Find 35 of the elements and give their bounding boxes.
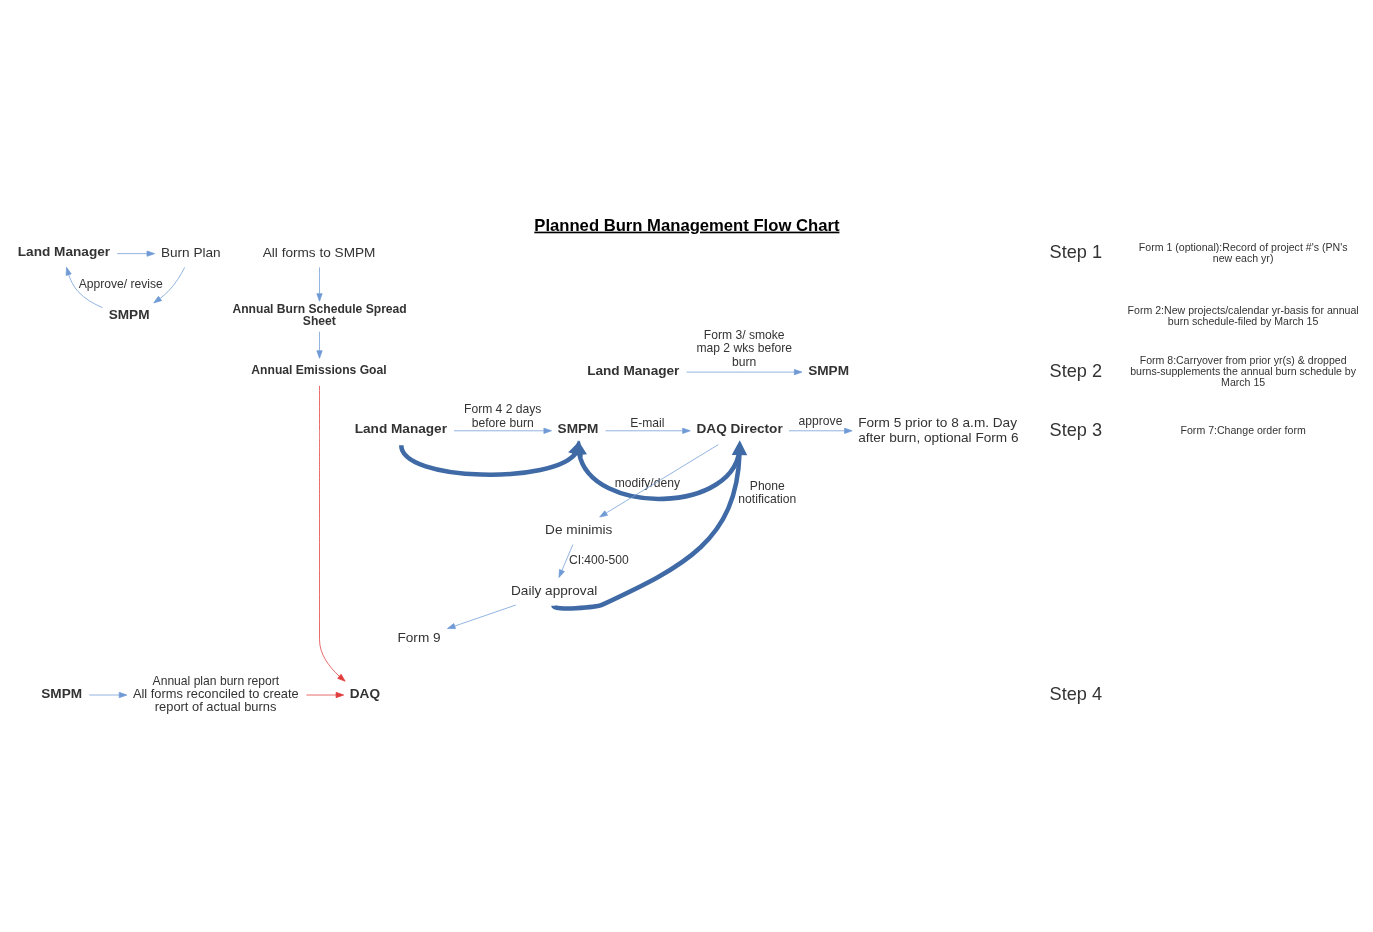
label: Form 7:Change order form xyxy=(1180,423,1306,436)
node-text: SMPM xyxy=(41,685,83,701)
node-text: De minimis xyxy=(545,522,613,538)
node-text: Land Manager xyxy=(354,421,447,437)
label: Form 1 (optional):Record of project #'s (PN's new each yr) xyxy=(1138,240,1348,265)
label: Step 2 xyxy=(1049,360,1103,381)
node-text: Land Manager xyxy=(17,244,111,260)
node-text: Land Manager xyxy=(587,362,680,378)
edge-label: Form 4 2 days before burn xyxy=(464,402,542,430)
node-text: DAQ Director xyxy=(696,421,783,437)
label: Step 1 xyxy=(1049,242,1103,263)
node-text: Form 5 prior to 8 a.m. Day after burn, optional Form 6 xyxy=(858,414,1019,445)
node-text: Annual plan burn report All forms reconciled to create report of actual burns xyxy=(132,674,299,714)
node-text: Burn Plan xyxy=(160,244,221,260)
edge-label: Form 3/ smoke map 2 wks before burn xyxy=(696,327,793,369)
node-text: SMPM xyxy=(557,421,599,437)
edge-label: E-mail xyxy=(630,415,665,430)
node-text: SMPM xyxy=(808,362,850,378)
edge-label: modify/deny xyxy=(614,476,680,491)
node-text: Form 9 xyxy=(397,630,441,646)
node-text: Annual Emissions Goal xyxy=(251,363,387,378)
node-text: All forms to SMPM xyxy=(262,244,376,260)
edge-label: approve xyxy=(798,413,843,428)
node-text: SMPM xyxy=(108,307,150,323)
node-text: Daily approval xyxy=(511,582,598,598)
edge-label: Approve/ revise xyxy=(78,276,163,291)
edge-label: Phone notification xyxy=(738,478,797,507)
node-text: Annual Burn Schedule Spread Sheet xyxy=(232,302,407,329)
label: Step 4 xyxy=(1049,683,1103,704)
diagram-title: Planned Burn Management Flow Chart xyxy=(534,215,840,235)
node-text: DAQ xyxy=(349,685,381,701)
edge-label: CI:400-500 xyxy=(568,552,629,567)
label: Step 3 xyxy=(1049,419,1103,440)
label: Form 8:Carryover from prior yr(s) & dropped burns-supplements the annual burn schedule by March 15 xyxy=(1130,353,1357,389)
label: Form 2:New projects/calendar yr-basis for annual burn schedule-filed by March 15 xyxy=(1127,303,1359,327)
